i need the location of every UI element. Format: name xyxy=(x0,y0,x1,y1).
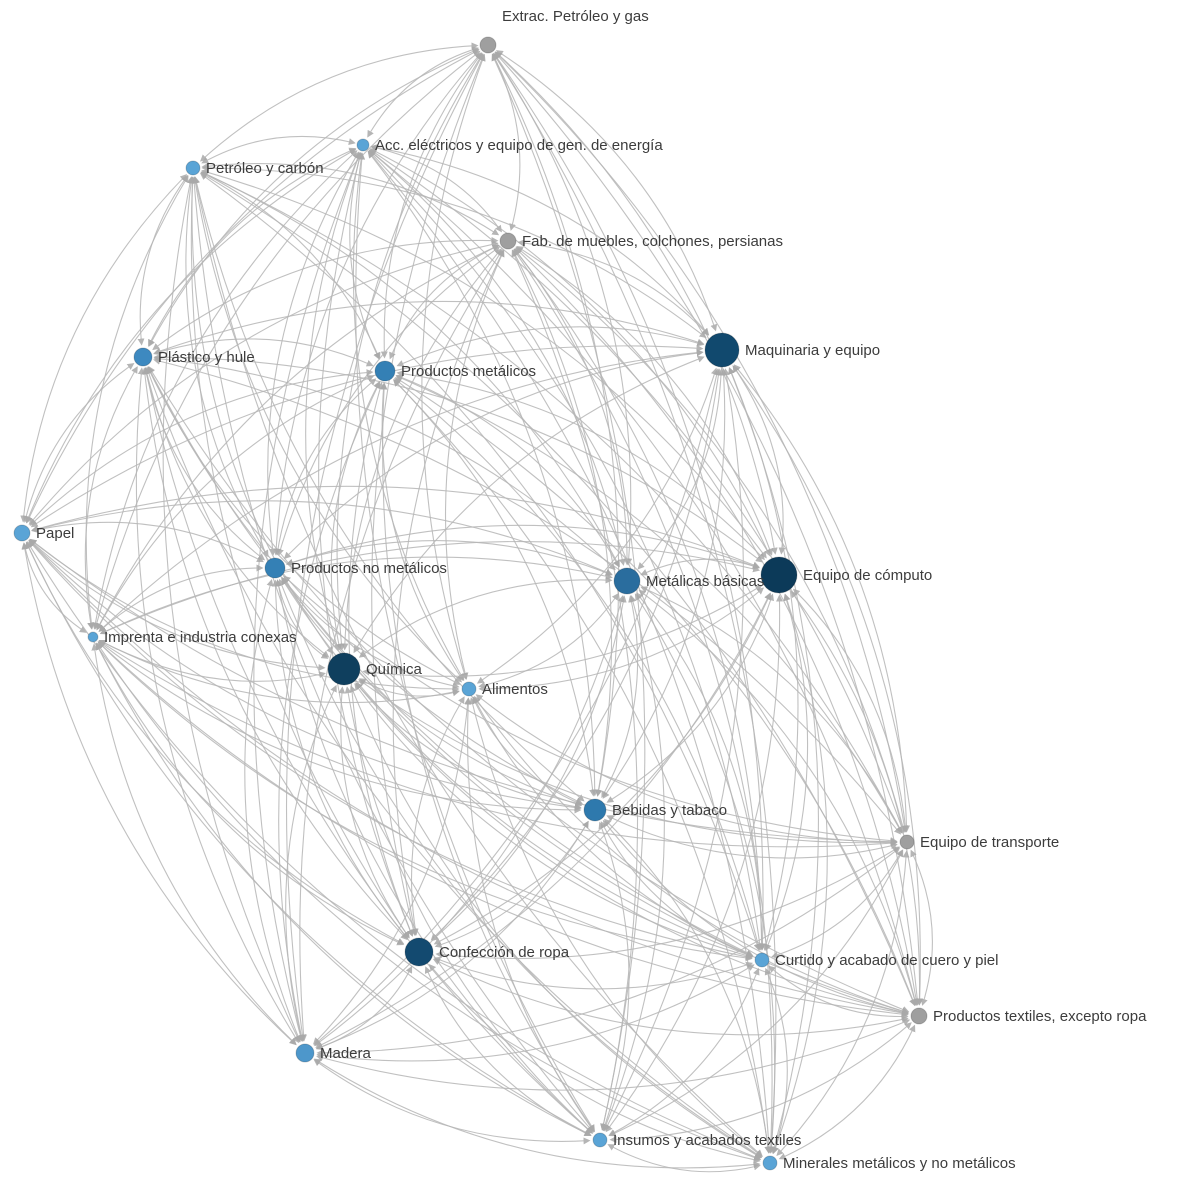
node-maquinaria-y-equipo[interactable] xyxy=(704,332,740,368)
edge-maquinaria-y-equipo--equipo-de-transporte xyxy=(733,364,911,833)
edge-acc-electricos--metalicas-basicas xyxy=(368,149,626,566)
node-label-extrac-petroleo-y-gas: Extrac. Petróleo y gas xyxy=(502,8,649,25)
edge-plastico-y-hule--minerales-metalicos xyxy=(145,366,763,1158)
node-bebidas-y-tabaco[interactable] xyxy=(583,798,607,822)
edge-equipo-de-computo--imprenta-e-industria-conexas xyxy=(99,541,761,635)
node-papel[interactable] xyxy=(13,524,31,542)
node-productos-textiles[interactable] xyxy=(910,1007,928,1025)
edge-extrac-petroleo-y-gas--papel xyxy=(26,49,480,524)
node-label-minerales-metalicos: Minerales metálicos y no metálicos xyxy=(783,1155,1016,1172)
node-label-metalicas-basicas: Metálicas básicas xyxy=(646,573,764,590)
node-label-fab-muebles: Fab. de muebles, colchones, persianas xyxy=(522,233,783,250)
edge-metalicas-basicas--alimentos xyxy=(478,592,619,689)
node-curtido-cuero-piel[interactable] xyxy=(754,952,770,968)
edge-equipo-de-computo--alimentos xyxy=(478,587,765,693)
node-equipo-de-transporte[interactable] xyxy=(899,834,915,850)
edge-bebidas-y-tabaco--insumos-acabados-textiles xyxy=(598,821,630,1132)
node-label-confeccion-de-ropa: Confección de ropa xyxy=(439,944,570,961)
edge-plastico-y-hule--papel xyxy=(22,363,135,523)
node-plastico-y-hule[interactable] xyxy=(133,347,153,367)
edge-curtido-cuero-piel--insumos-acabados-textiles xyxy=(608,967,760,1136)
node-madera[interactable] xyxy=(295,1043,315,1063)
edge-productos-textiles--minerales-metalicos xyxy=(778,1024,916,1160)
node-label-papel: Papel xyxy=(36,525,74,542)
node-quimica[interactable] xyxy=(327,652,361,686)
edge-plastico-y-hule--bebidas-y-tabaco xyxy=(147,366,583,804)
edge-equipo-de-computo--productos-textiles xyxy=(790,590,923,1006)
edge-productos-metalicos--madera xyxy=(278,381,381,1042)
edge-productos-no-metalicos--madera xyxy=(244,579,302,1043)
edge-metalicas-basicas--madera xyxy=(314,594,625,1047)
edge-curtido-cuero-piel--minerales-metalicos xyxy=(764,967,788,1155)
node-label-quimica: Química xyxy=(366,661,423,678)
node-label-productos-no-metalicos: Productos no metálicos xyxy=(291,560,447,577)
edge-plastico-y-hule--imprenta-e-industria-conexas xyxy=(84,366,138,630)
edge-petroleo-y-carbon--plastico-y-hule xyxy=(137,174,189,346)
edge-maquinaria-y-equipo--quimica xyxy=(353,355,705,654)
edge-insumos-acabados-textiles--minerales-metalicos xyxy=(607,1144,761,1173)
node-petroleo-y-carbon[interactable] xyxy=(185,160,201,176)
node-label-equipo-de-computo: Equipo de cómputo xyxy=(803,567,932,584)
node-minerales-metalicos[interactable] xyxy=(762,1155,778,1171)
node-extrac-petroleo-y-gas[interactable] xyxy=(479,36,497,54)
edge-petroleo-y-carbon--madera xyxy=(162,176,301,1043)
edge-equipo-de-transporte--productos-textiles xyxy=(910,849,933,1006)
edge-papel--equipo-de-computo xyxy=(31,485,760,569)
edge-equipo-de-transporte--confeccion-de-ropa xyxy=(435,846,900,960)
node-label-productos-metalicos: Productos metálicos xyxy=(401,363,536,380)
node-productos-no-metalicos[interactable] xyxy=(264,557,286,579)
node-label-insumos-acabados-textiles: Insumos y acabados textiles xyxy=(613,1132,801,1149)
edge-quimica--madera xyxy=(285,684,337,1042)
node-imprenta-e-industria-conexas[interactable] xyxy=(87,631,99,643)
edge-productos-metalicos--confeccion-de-ropa xyxy=(348,382,414,937)
node-label-equipo-de-transporte: Equipo de transporte xyxy=(920,834,1059,851)
edge-extrac-petroleo-y-gas--madera xyxy=(286,53,484,1042)
edge-confeccion-de-ropa--madera xyxy=(315,965,413,1051)
node-insumos-acabados-textiles[interactable] xyxy=(592,1132,608,1148)
node-label-alimentos: Alimentos xyxy=(482,681,548,698)
edge-curtido-cuero-piel--productos-textiles xyxy=(768,965,909,1021)
edge-fab-muebles--equipo-de-computo xyxy=(516,246,773,556)
edge-confeccion-de-ropa--insumos-acabados-textiles xyxy=(424,966,592,1136)
node-label-petroleo-y-carbon: Petróleo y carbón xyxy=(206,160,324,177)
nodes-layer xyxy=(13,36,928,1171)
edge-imprenta-e-industria-conexas--madera xyxy=(91,643,297,1046)
edges-layer xyxy=(20,42,933,1173)
node-label-acc-electricos: Acc. eléctricos y equipo de gen. de ener… xyxy=(375,137,663,154)
edge-productos-no-metalicos--equipo-de-computo xyxy=(285,524,760,570)
edge-alimentos--madera xyxy=(312,697,472,1045)
node-metalicas-basicas[interactable] xyxy=(613,567,641,595)
edge-maquinaria-y-equipo--plastico-y-hule xyxy=(153,300,705,355)
node-label-maquinaria-y-equipo: Maquinaria y equipo xyxy=(745,342,880,359)
node-label-madera: Madera xyxy=(320,1045,372,1062)
node-label-bebidas-y-tabaco: Bebidas y tabaco xyxy=(612,802,727,819)
node-label-curtido-cuero-piel: Curtido y acabado de cuero y piel xyxy=(775,952,998,969)
node-label-productos-textiles: Productos textiles, excepto ropa xyxy=(933,1008,1147,1025)
node-label-imprenta-e-industria-conexas: Imprenta e industria conexas xyxy=(104,629,297,646)
edge-confeccion-de-ropa--curtido-cuero-piel xyxy=(433,956,754,990)
node-acc-electricos[interactable] xyxy=(356,138,370,152)
node-alimentos[interactable] xyxy=(461,681,477,697)
edge-equipo-de-computo--equipo-de-transporte xyxy=(792,588,909,833)
edge-maquinaria-y-equipo--curtido-cuero-piel xyxy=(728,367,799,951)
node-fab-muebles[interactable] xyxy=(499,232,517,250)
edge-productos-no-metalicos--productos-textiles xyxy=(281,577,909,1015)
edge-productos-metalicos--equipo-de-transporte xyxy=(395,375,903,834)
node-label-plastico-y-hule: Plástico y hule xyxy=(158,349,255,366)
node-equipo-de-computo[interactable] xyxy=(760,556,798,594)
node-productos-metalicos[interactable] xyxy=(374,360,396,382)
node-confeccion-de-ropa[interactable] xyxy=(404,937,434,967)
